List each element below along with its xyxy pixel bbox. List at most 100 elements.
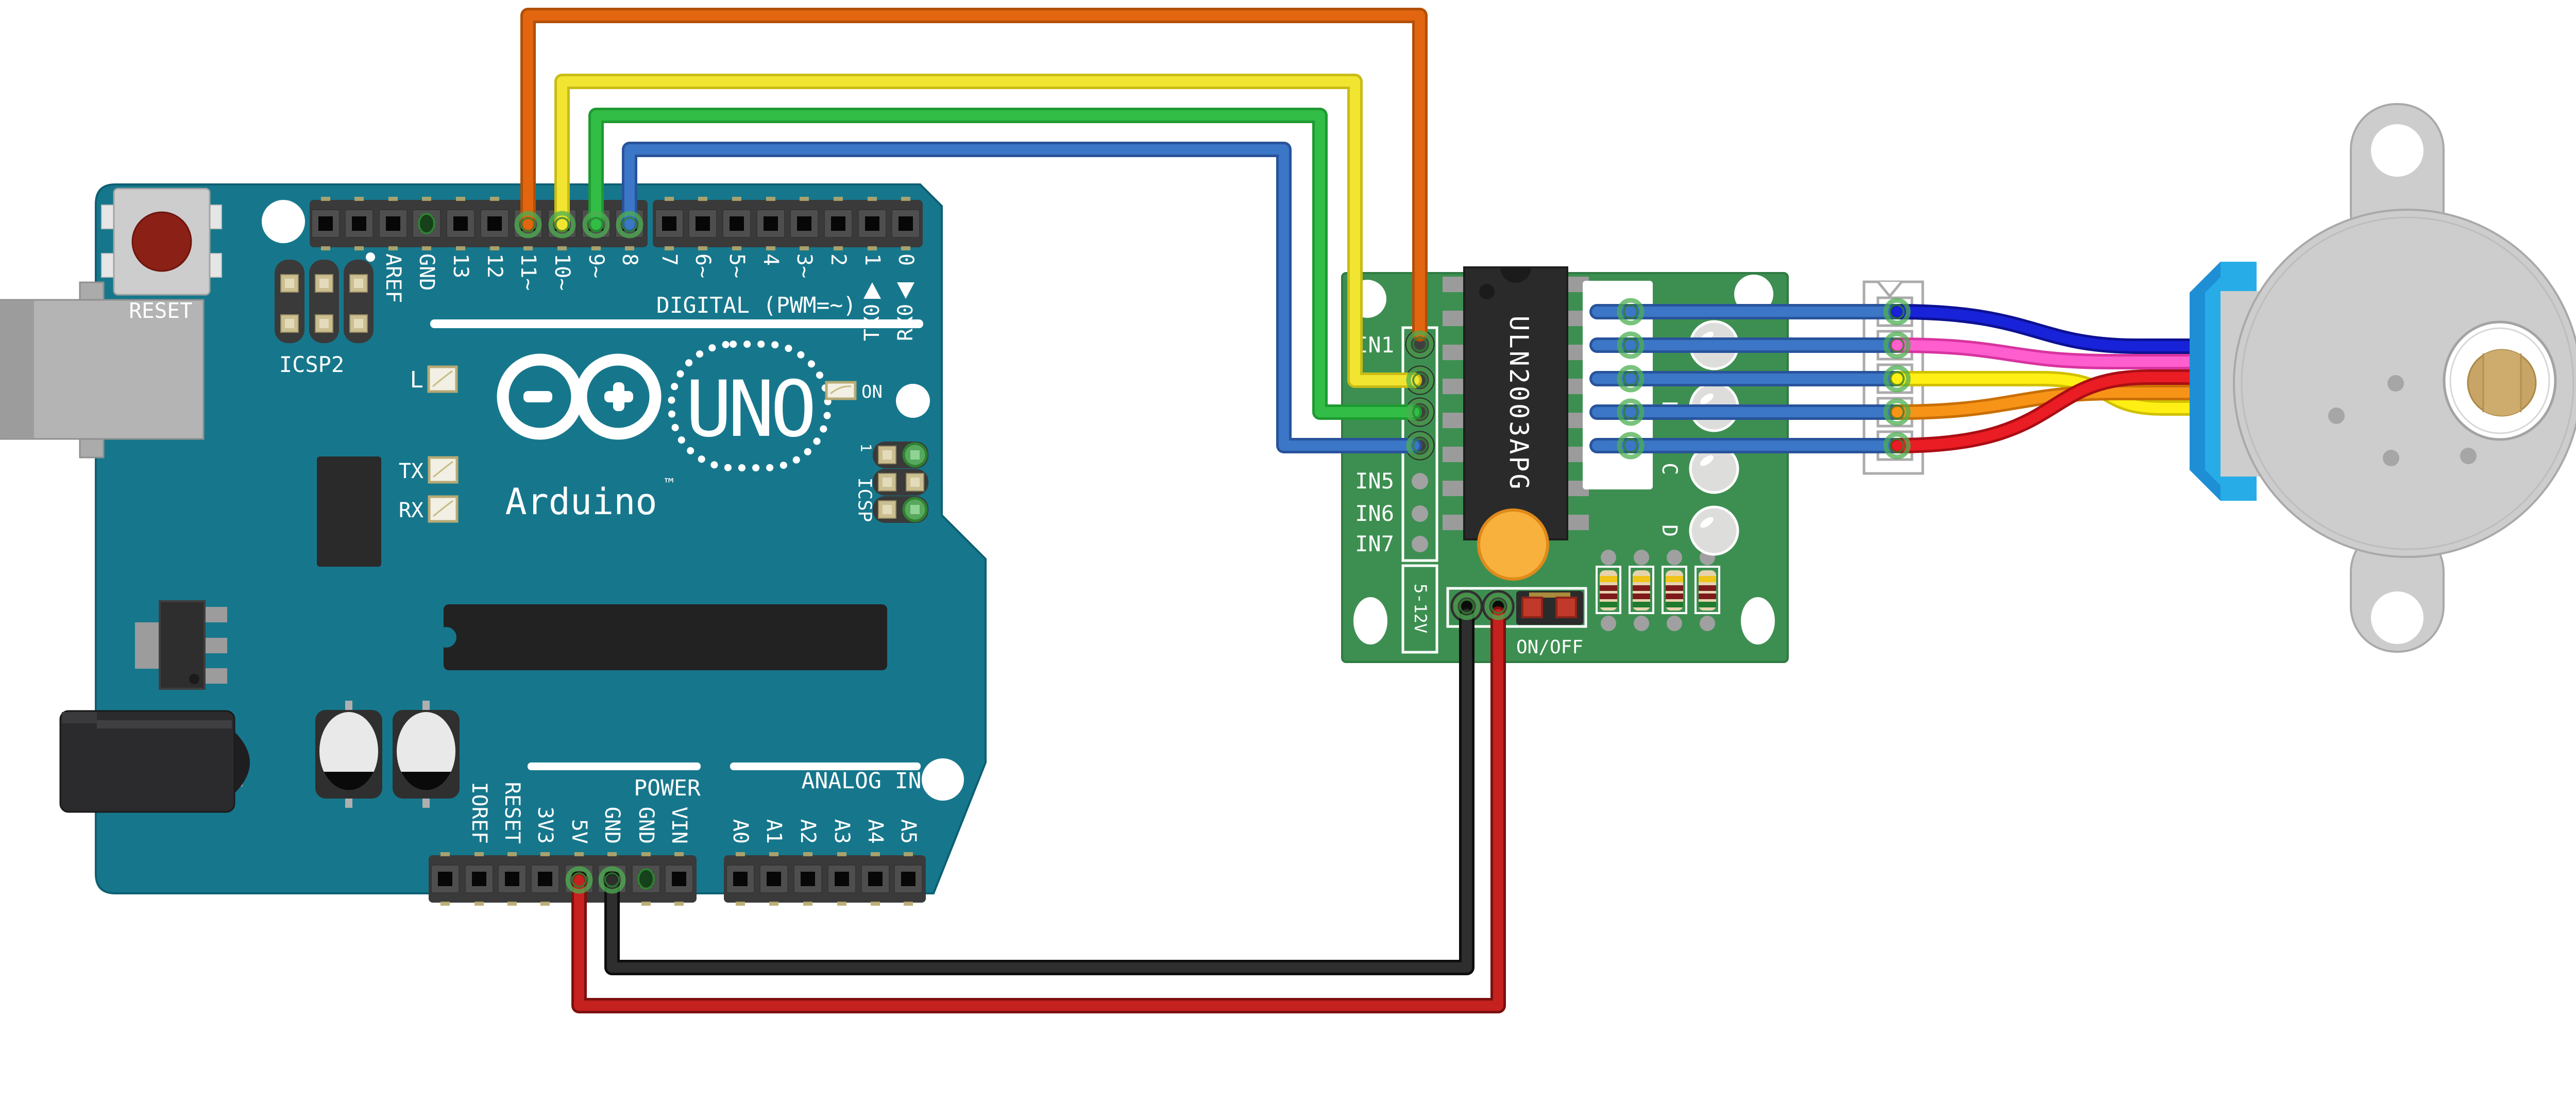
led-trace	[830, 385, 852, 395]
resistor-band	[1699, 576, 1716, 582]
motor-tab-hole	[2371, 591, 2424, 644]
socket-analog-A5	[894, 852, 923, 906]
socket-hole	[505, 872, 519, 886]
resistor-band	[1633, 602, 1650, 607]
socket-analog-A4	[861, 852, 890, 906]
connection-ring-inner	[1623, 404, 1638, 420]
resistor-box	[1694, 566, 1720, 614]
socket-pad	[354, 197, 364, 201]
electrolytic-capacitors	[315, 701, 460, 808]
pin-label-11~: 11~	[516, 253, 540, 291]
motor-tab-hole	[2371, 124, 2424, 177]
socket-hole	[318, 216, 333, 231]
usb-tab-bottom	[79, 438, 105, 459]
icsp-header	[873, 442, 928, 523]
plug-notch	[1877, 281, 1903, 298]
connection-ring	[1406, 366, 1434, 394]
resistor-pad	[1634, 550, 1649, 565]
icsp-label: ICSP	[854, 478, 875, 522]
icsp-pin-center	[883, 505, 892, 514]
wire-5v-to-driver-plus	[571, 606, 1506, 1013]
connection-ring	[548, 211, 576, 239]
icsp-pin-center	[910, 450, 920, 460]
connected-pin-highlight	[637, 868, 655, 890]
socket-digital-left-12	[480, 197, 509, 250]
socket-power-3V3	[531, 852, 560, 906]
rx-port-label: RX0	[894, 304, 918, 341]
icsp2-pin-center	[354, 279, 363, 288]
onoff-jumper	[1516, 591, 1583, 625]
driver-led-label-D: D	[1657, 524, 1681, 537]
led-trace	[433, 500, 453, 517]
socket-pad	[490, 197, 499, 201]
resistor-box	[1629, 566, 1654, 614]
chip-leg	[1443, 311, 1466, 326]
socket-pad	[321, 246, 330, 250]
icsp-pin-center	[910, 505, 920, 514]
driver-led-label-C: C	[1657, 463, 1681, 475]
capacitor	[393, 701, 460, 808]
uno-dotted-oval	[668, 341, 832, 471]
arduino-logo	[497, 353, 662, 440]
connection-ring	[1406, 330, 1434, 358]
resistors	[1596, 550, 1720, 631]
connection-rings	[514, 211, 1911, 894]
connection-ring	[1883, 331, 1911, 359]
connection-ring-inner	[1623, 304, 1638, 319]
usb-shell-end	[0, 301, 34, 438]
chip-notch	[1500, 267, 1531, 283]
reset-tab	[209, 205, 222, 229]
icsp2-pin-center	[319, 319, 329, 328]
socket-pad	[422, 246, 431, 250]
socket-pad	[904, 852, 913, 856]
socket-hole	[352, 216, 366, 231]
motor-rivets	[2328, 375, 2477, 466]
motor-connector-edge	[2190, 262, 2221, 501]
pin-label-GND: GND	[415, 253, 438, 291]
resistor-band	[1600, 602, 1617, 607]
resistor	[1694, 550, 1720, 631]
socket-pad	[354, 246, 364, 250]
socket-hole	[487, 216, 502, 231]
model-text: UNO	[686, 365, 813, 454]
socket-digital-right-7	[891, 197, 920, 250]
dip-body	[444, 604, 887, 670]
socket-hole	[868, 872, 883, 886]
logo-minus-icon	[523, 391, 552, 402]
regulator-leg	[205, 638, 227, 653]
socket-pad	[674, 852, 684, 856]
power-jack-stripe	[97, 720, 232, 728]
socket-pad	[800, 197, 809, 201]
socket-pad	[868, 246, 877, 250]
socket-hole	[797, 216, 811, 231]
socket-pad	[641, 902, 651, 906]
reset-tab	[209, 253, 222, 278]
driver-label-IN7: IN7	[1355, 531, 1394, 556]
led-trace	[432, 370, 453, 387]
driver-in-pad	[1412, 505, 1428, 522]
connection-ring	[1617, 331, 1645, 359]
wire-d9-to-in3	[588, 108, 1422, 420]
socket-pad	[766, 197, 775, 201]
socket-pad	[388, 197, 398, 201]
socket-pad	[800, 246, 809, 250]
socket-pad	[574, 852, 584, 856]
resistor-band	[1633, 594, 1650, 599]
capacitor-lead	[345, 798, 352, 808]
icsp-pin-center	[883, 450, 892, 460]
reset-button	[101, 188, 222, 296]
power-jack	[59, 710, 250, 813]
connection-ring-inner	[1889, 304, 1905, 319]
chip-label: ULN2003APG	[1504, 315, 1534, 491]
wire-core	[607, 609, 1472, 973]
pin-label-5V: 5V	[567, 819, 591, 844]
led-body	[825, 381, 857, 400]
pin-label-3V3: 3V3	[533, 807, 557, 844]
resistor-band	[1633, 585, 1650, 591]
capacitor-top	[397, 712, 455, 790]
socket-pad	[540, 902, 550, 906]
resistor-pad	[1634, 616, 1649, 631]
socket-hole	[764, 216, 778, 231]
socket-hole	[730, 216, 744, 231]
brand-text: Arduino	[505, 481, 657, 523]
